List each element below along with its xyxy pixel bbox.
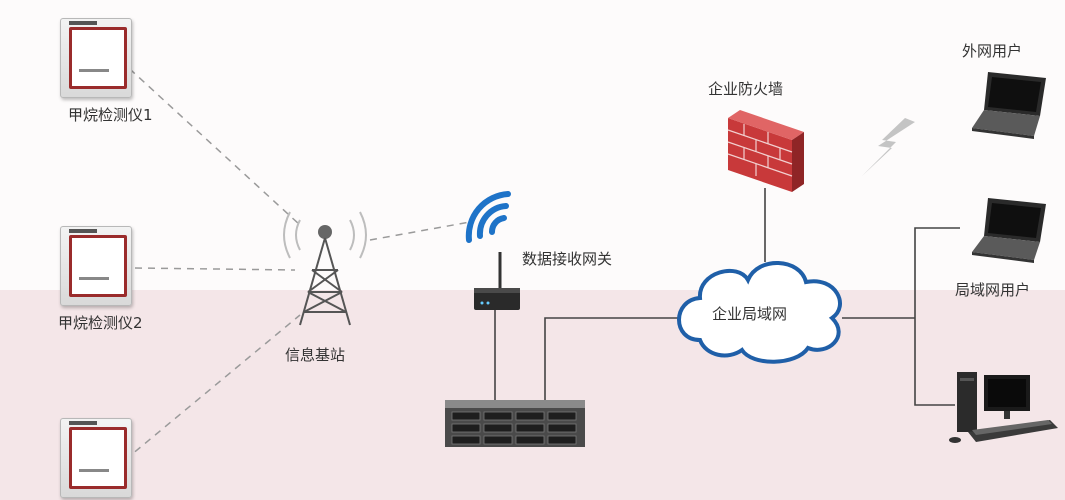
- background-lower: [0, 290, 1065, 500]
- server-icon: [445, 400, 585, 447]
- device2-label: 甲烷检测仪2: [58, 314, 143, 332]
- link-server-lan: [544, 317, 690, 405]
- lightning-icon: [862, 118, 915, 176]
- laptop-lan-icon: [972, 198, 1046, 263]
- gas-detector-2: [60, 226, 132, 306]
- desktop-pc-icon: [949, 372, 1058, 443]
- wifi-signal-icon: [465, 191, 511, 243]
- link-station-gateway: [369, 221, 471, 241]
- gateway-label: 数据接收网关: [522, 250, 613, 268]
- link-device1-station: [119, 59, 301, 226]
- lan-cloud-icon: [677, 261, 842, 364]
- link-user-branches: [914, 227, 960, 406]
- lan-user-label: 局域网用户: [955, 281, 1031, 299]
- external-user-label: 外网用户: [962, 42, 1023, 60]
- base-station-label: 信息基站: [285, 346, 346, 364]
- gas-detector-1: [60, 18, 132, 98]
- network-label: 企业局域网: [712, 305, 788, 323]
- device1-label: 甲烷检测仪1: [68, 106, 153, 124]
- laptop-external-icon: [972, 72, 1046, 139]
- gas-detector-3: [60, 418, 132, 498]
- firewall-label: 企业防火墙: [708, 80, 784, 98]
- firewall-icon: [727, 110, 804, 192]
- link-device2-station: [134, 267, 296, 271]
- base-station-icon: [283, 211, 367, 326]
- gateway-router-icon: [474, 252, 520, 310]
- link-device3-station: [124, 314, 301, 461]
